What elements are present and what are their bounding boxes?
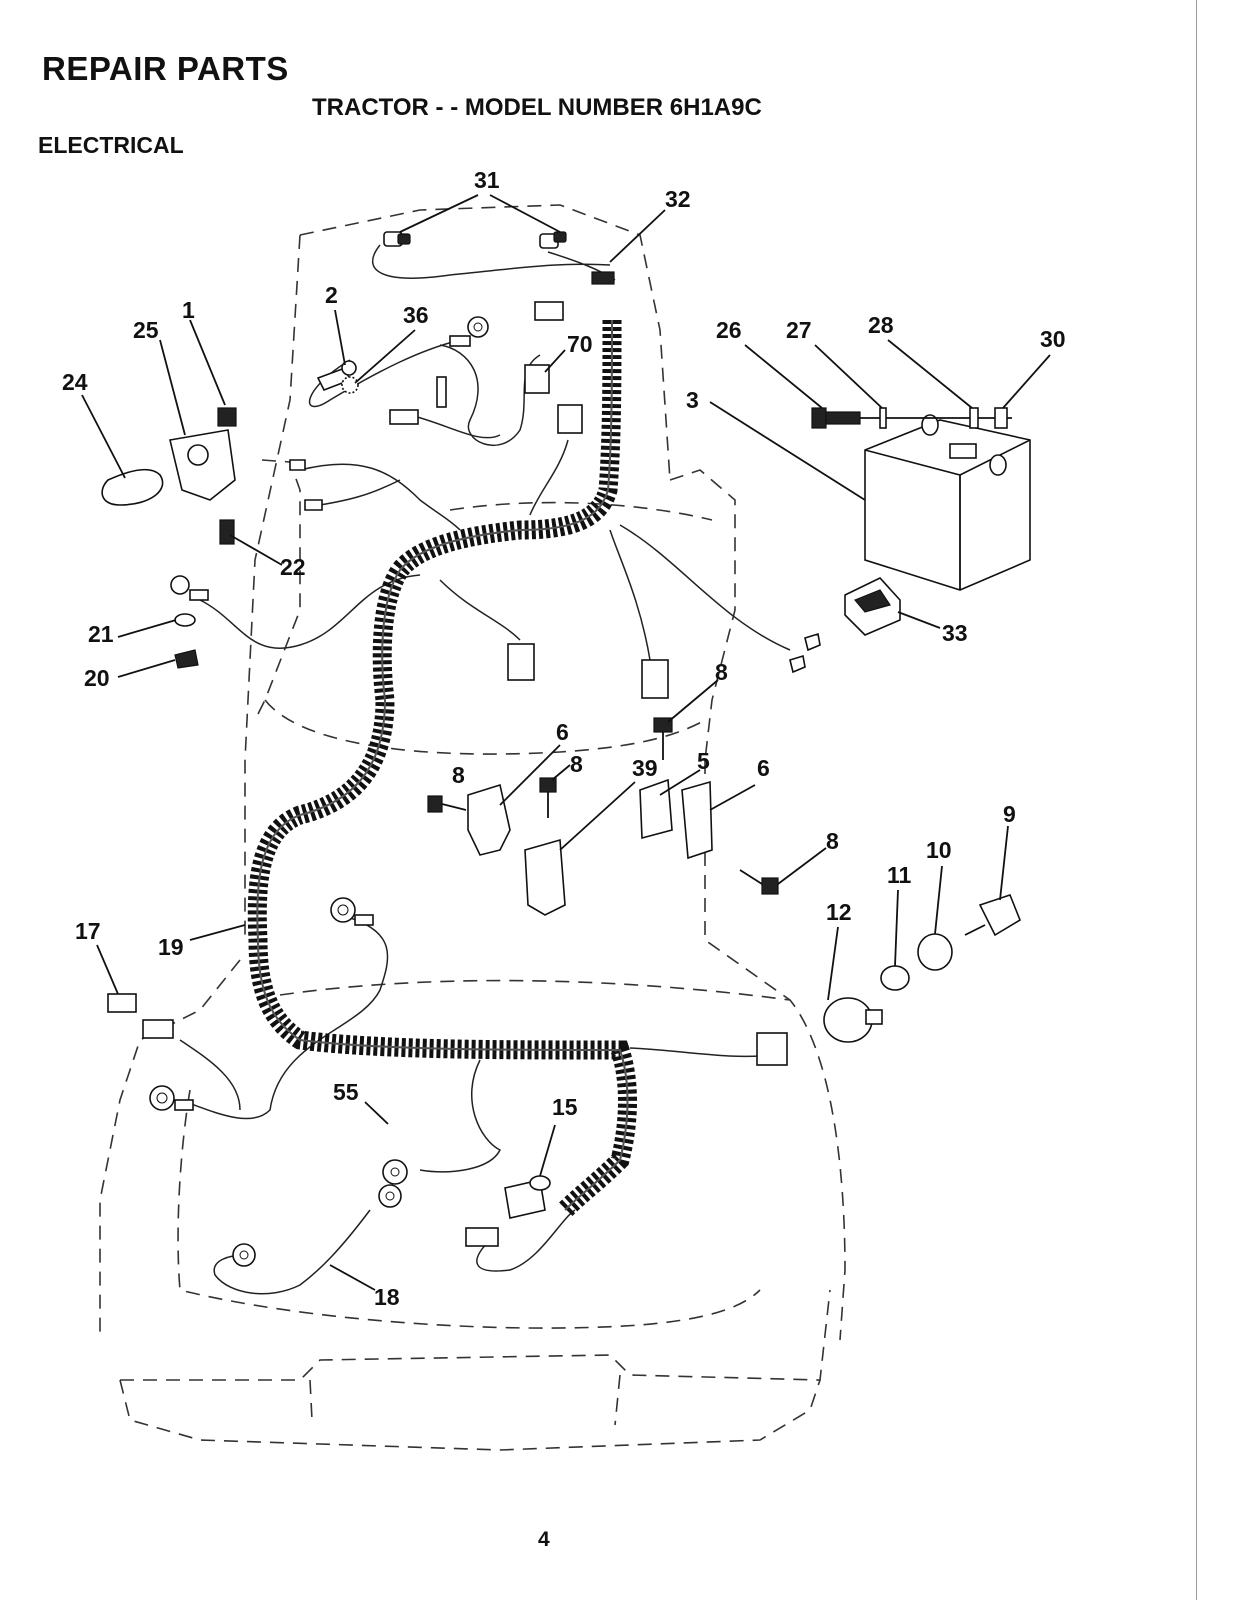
- callout-5: 5: [697, 748, 710, 774]
- callout-21: 21: [88, 621, 114, 647]
- model-subtitle: TRACTOR - - MODEL NUMBER 6H1A9C: [312, 94, 762, 121]
- ignition-switch: [823, 894, 1021, 1043]
- callout-2: 2: [325, 282, 338, 308]
- callout-36: 36: [403, 302, 429, 328]
- callout-26: 26: [716, 317, 742, 343]
- callout-55: 55: [333, 1079, 359, 1105]
- callout-20: 20: [84, 665, 110, 691]
- coiled-loom: [247, 319, 637, 1217]
- callout-27: 27: [786, 317, 812, 343]
- section-heading: ELECTRICAL: [38, 132, 184, 158]
- solenoid: [101, 407, 237, 669]
- callout-3: 3: [686, 387, 699, 413]
- callout-28: 28: [868, 312, 894, 338]
- callout-31: 31: [474, 167, 500, 193]
- callout-17: 17: [75, 918, 101, 944]
- callout-9: 9: [1003, 801, 1016, 827]
- callout-8d: 8: [826, 828, 839, 854]
- callout-8a: 8: [715, 659, 728, 685]
- page-title: REPAIR PARTS: [42, 50, 289, 87]
- callout-30: 30: [1040, 326, 1066, 352]
- callout-leaders: [81, 194, 1051, 1291]
- callout-1: 1: [182, 297, 195, 323]
- callout-10: 10: [926, 837, 952, 863]
- callout-6a: 6: [556, 719, 569, 745]
- seat-switch: [504, 1175, 551, 1219]
- page-number: 4: [538, 1528, 550, 1551]
- ground-ring-terminals: [149, 316, 489, 1267]
- headlight-connector: [591, 271, 615, 285]
- battery-hardware: [811, 407, 1012, 429]
- callout-6b: 6: [757, 755, 770, 781]
- page-edge-line: [1196, 0, 1197, 1600]
- callout-39: 39: [632, 755, 658, 781]
- callout-24: 24: [62, 369, 88, 395]
- callout-12: 12: [826, 899, 852, 925]
- callout-labels: 31 32 2 36 70 1 25 24 26 27 28 30 3 22 2…: [62, 167, 1066, 1310]
- callout-8b: 8: [452, 762, 465, 788]
- callout-32: 32: [665, 186, 691, 212]
- callout-18: 18: [374, 1284, 400, 1310]
- callout-11: 11: [887, 862, 912, 888]
- callout-19: 19: [158, 934, 184, 960]
- rocker-switch: [844, 577, 901, 636]
- brackets-and-bolts: [427, 717, 779, 916]
- battery: [864, 414, 1031, 591]
- headlight-sockets: [383, 231, 567, 249]
- callout-70: 70: [567, 331, 593, 357]
- callout-15: 15: [552, 1094, 578, 1120]
- harness-connectors: [107, 301, 821, 1247]
- callout-22: 22: [280, 554, 306, 580]
- callout-25: 25: [133, 317, 159, 343]
- callout-33: 33: [942, 620, 968, 646]
- callout-8c: 8: [570, 751, 583, 777]
